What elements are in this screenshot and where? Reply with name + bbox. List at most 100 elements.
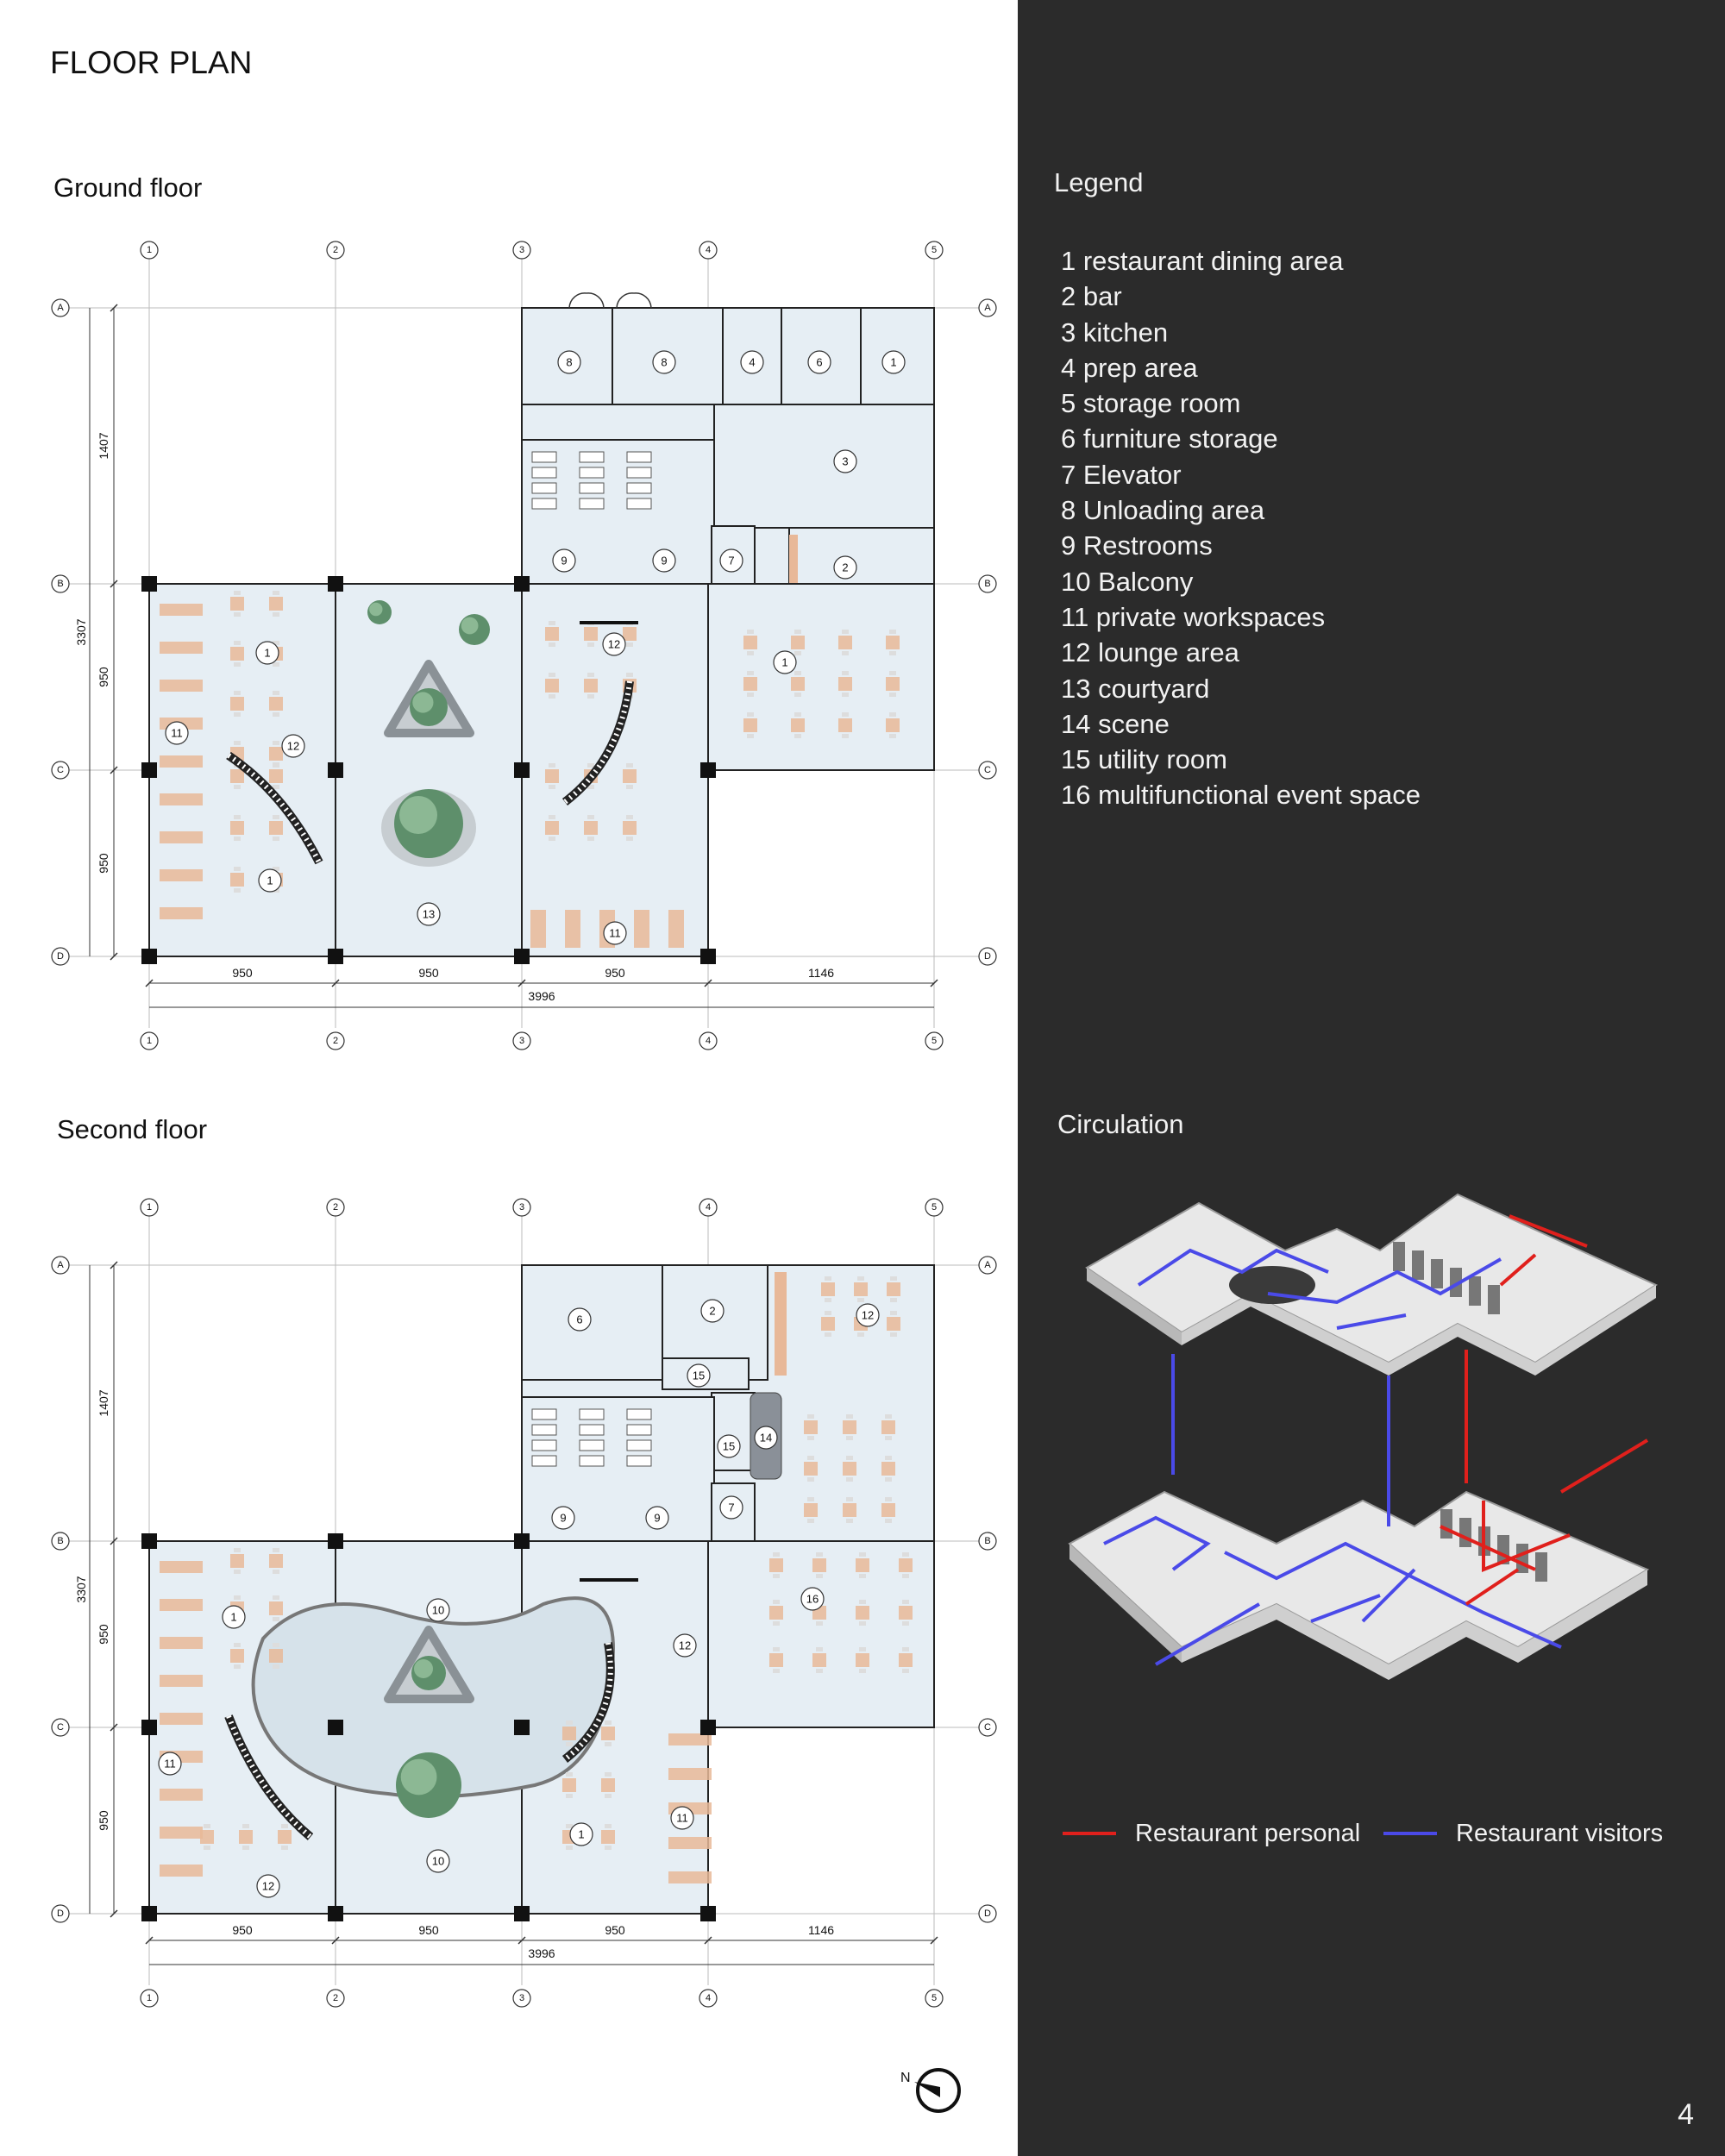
chair: [890, 1298, 897, 1302]
chair: [859, 1669, 866, 1673]
chair: [549, 673, 555, 677]
balcony-void-model: [1229, 1266, 1315, 1304]
bar-counter: [775, 1272, 787, 1376]
chair: [846, 1456, 853, 1460]
room-label-circle: [807, 350, 831, 374]
dining-table: [854, 1282, 868, 1296]
room-label: 9: [661, 555, 667, 567]
chair: [902, 1600, 909, 1604]
chair: [773, 1552, 780, 1557]
dining-table: [269, 597, 283, 611]
dining-table: [843, 1462, 856, 1476]
room-label: 15: [723, 1440, 735, 1453]
grid-column-label: 3: [519, 1993, 524, 2003]
chair: [842, 712, 849, 717]
dimension-total-label: 3307: [74, 618, 88, 645]
chair: [605, 1846, 612, 1850]
chair: [281, 1846, 288, 1850]
dining-table: [881, 1503, 895, 1517]
dimension-tick: [110, 1723, 118, 1732]
upper-slab-edge: [1182, 1285, 1656, 1376]
visitors-line-swatch: [1383, 1832, 1437, 1835]
toilet-stall: [531, 451, 557, 463]
chair: [273, 867, 279, 871]
toilet-stall: [579, 451, 605, 463]
chair: [273, 662, 279, 667]
chair: [773, 1574, 780, 1578]
grid-bubble: [978, 1904, 997, 1923]
bar-room: [788, 527, 935, 585]
dining-table: [791, 677, 805, 691]
chair: [549, 642, 555, 647]
dining-table: [239, 1830, 253, 1844]
chair: [816, 1552, 823, 1557]
dining-table: [791, 636, 805, 649]
toilet-stall: [579, 498, 605, 510]
workspace-desk: [160, 604, 203, 616]
grid-bubble: [51, 1718, 70, 1737]
dining-table: [584, 821, 598, 835]
grid-bubble: [699, 1989, 718, 2008]
upper-slab-edge: [1087, 1268, 1182, 1345]
chair: [566, 1824, 573, 1828]
dining-table: [821, 1282, 835, 1296]
room-label: 11: [171, 727, 183, 740]
toilet-stall: [531, 1408, 557, 1420]
workspace-desk: [160, 1637, 203, 1649]
chair: [842, 671, 849, 675]
room-label-circle: [557, 350, 581, 374]
door-swing: [616, 292, 652, 309]
room-label: 6: [816, 356, 822, 369]
grid-bubble: [140, 1989, 159, 2008]
room-label: 9: [654, 1512, 660, 1525]
dining-table: [545, 821, 559, 835]
room-label-circle: [281, 734, 305, 758]
workspace-desk: [565, 910, 580, 948]
dining-room-east: [707, 583, 935, 771]
chair: [902, 1574, 909, 1578]
dining-table: [812, 1653, 826, 1667]
chair: [273, 691, 279, 695]
toilet-stall: [626, 467, 652, 479]
grid-row-label: A: [57, 1260, 64, 1270]
dining-table: [843, 1420, 856, 1434]
dining-table: [623, 769, 637, 783]
chair: [234, 691, 241, 695]
chair: [549, 815, 555, 819]
room-label: 3: [842, 455, 848, 468]
toilet-stall: [531, 1424, 557, 1436]
chair: [587, 837, 594, 841]
tree-highlight: [461, 617, 479, 635]
legend-item: 5 storage room: [1061, 388, 1241, 419]
chair: [885, 1497, 892, 1501]
grid-bubble: [140, 1031, 159, 1050]
dining-table: [838, 636, 852, 649]
workspace-desk: [634, 910, 649, 948]
room-label-circle: [603, 921, 627, 945]
room-label-circle: [258, 868, 282, 893]
structural-column: [700, 762, 716, 778]
tree-highlight: [412, 692, 434, 713]
dimension-label: 950: [97, 1624, 110, 1645]
room-label: 11: [609, 927, 621, 940]
dining-table: [601, 1778, 615, 1792]
dining-table: [269, 697, 283, 711]
legend-item: 6 furniture storage: [1061, 423, 1278, 454]
chair: [889, 712, 896, 717]
chair: [889, 651, 896, 655]
grid-row-label: B: [984, 1536, 990, 1546]
grid-column-label: 2: [333, 1036, 338, 1046]
tree-highlight: [400, 1758, 437, 1796]
utility-room: [711, 1392, 756, 1471]
chair: [816, 1669, 823, 1673]
chair: [242, 1846, 249, 1850]
dimension-tick: [331, 1936, 340, 1945]
room-label-circle: [673, 1633, 697, 1658]
lower-level-model: [1068, 1438, 1650, 1680]
dimension-tick: [145, 1936, 154, 1945]
room-label-circle: [719, 1495, 743, 1520]
chair: [242, 1824, 249, 1828]
page-number: 4: [1678, 2098, 1694, 2131]
